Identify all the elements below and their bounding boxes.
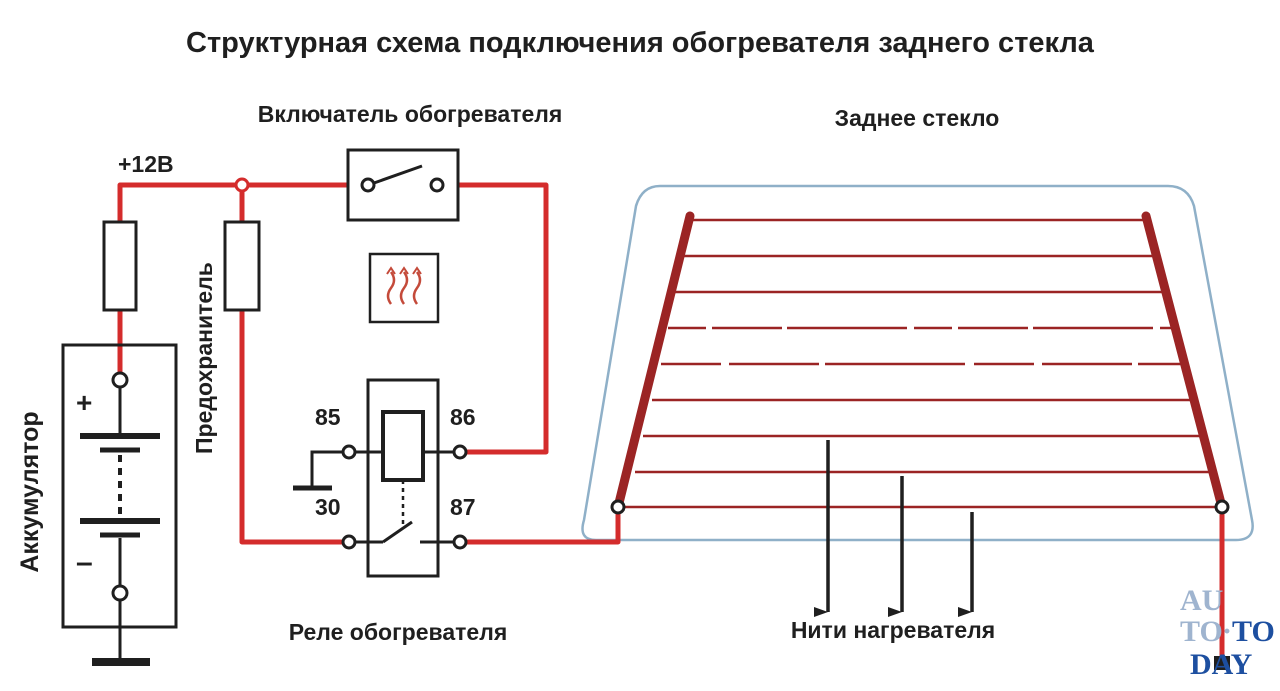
relay-label: Реле обогревателя [289, 619, 508, 645]
relay [293, 378, 468, 578]
battery-plus-sign: + [76, 387, 92, 418]
relay-fuse [223, 220, 261, 312]
wire-87-to-glass [460, 507, 621, 545]
watermark-line2b: TO [1232, 615, 1275, 648]
battery-minus-terminal [111, 584, 129, 602]
relay-pin-85 [341, 444, 357, 460]
right-bus-bar [1141, 211, 1227, 512]
watermark-line1: AU [1180, 584, 1223, 617]
relay-pin-85-label: 85 [315, 404, 341, 430]
switch-contact [429, 177, 445, 193]
relay-pin-87 [452, 534, 468, 550]
rear-glass-outline [581, 184, 1254, 542]
switch-label: Включатель обогревателя [258, 101, 563, 127]
watermark-line2a: TO [1180, 615, 1223, 648]
battery: + – [61, 343, 178, 666]
fuse-label: Предохранитель [191, 262, 217, 454]
glass-ground [1214, 656, 1230, 670]
wire-switch-to-86 [436, 182, 549, 455]
battery-plus-terminal [111, 371, 129, 389]
heater-filaments [620, 218, 1220, 509]
relay-pin-30 [341, 534, 357, 550]
heating-threads-label: Нити нагревателя [791, 617, 995, 643]
left-bus-bar [613, 211, 695, 512]
heater-switch [346, 148, 460, 222]
battery-minus-sign: – [76, 546, 93, 579]
switch-contact [360, 177, 376, 193]
glass-terminal-right [1214, 499, 1230, 515]
relay-pin-86-label: 86 [450, 404, 476, 430]
watermark-line3: DAY [1190, 648, 1253, 681]
relay-coil [381, 410, 425, 482]
relay-pin-86 [452, 444, 468, 460]
switch-lever [373, 164, 423, 185]
battery-label: Аккумулятор [16, 411, 44, 572]
relay-pin-30-label: 30 [315, 494, 341, 520]
battery-fuse [102, 220, 138, 312]
junction-node [234, 177, 250, 193]
filament-arrows [814, 440, 974, 617]
relay-pin-87-label: 87 [450, 494, 476, 520]
diagram-title: Структурная схема подключения обогревате… [186, 27, 1095, 59]
watermark-logo: AU TO · TO DAY [1180, 584, 1275, 681]
rear-window-heater-icon [368, 252, 440, 324]
glass-terminal-left [610, 499, 626, 515]
watermark-dot: · [1222, 615, 1232, 648]
relay-switch-lever [382, 520, 413, 544]
relay-85-ground-wire [310, 450, 343, 488]
voltage-label: +12В [118, 151, 174, 177]
rear-glass-label: Заднее стекло [835, 105, 1000, 131]
